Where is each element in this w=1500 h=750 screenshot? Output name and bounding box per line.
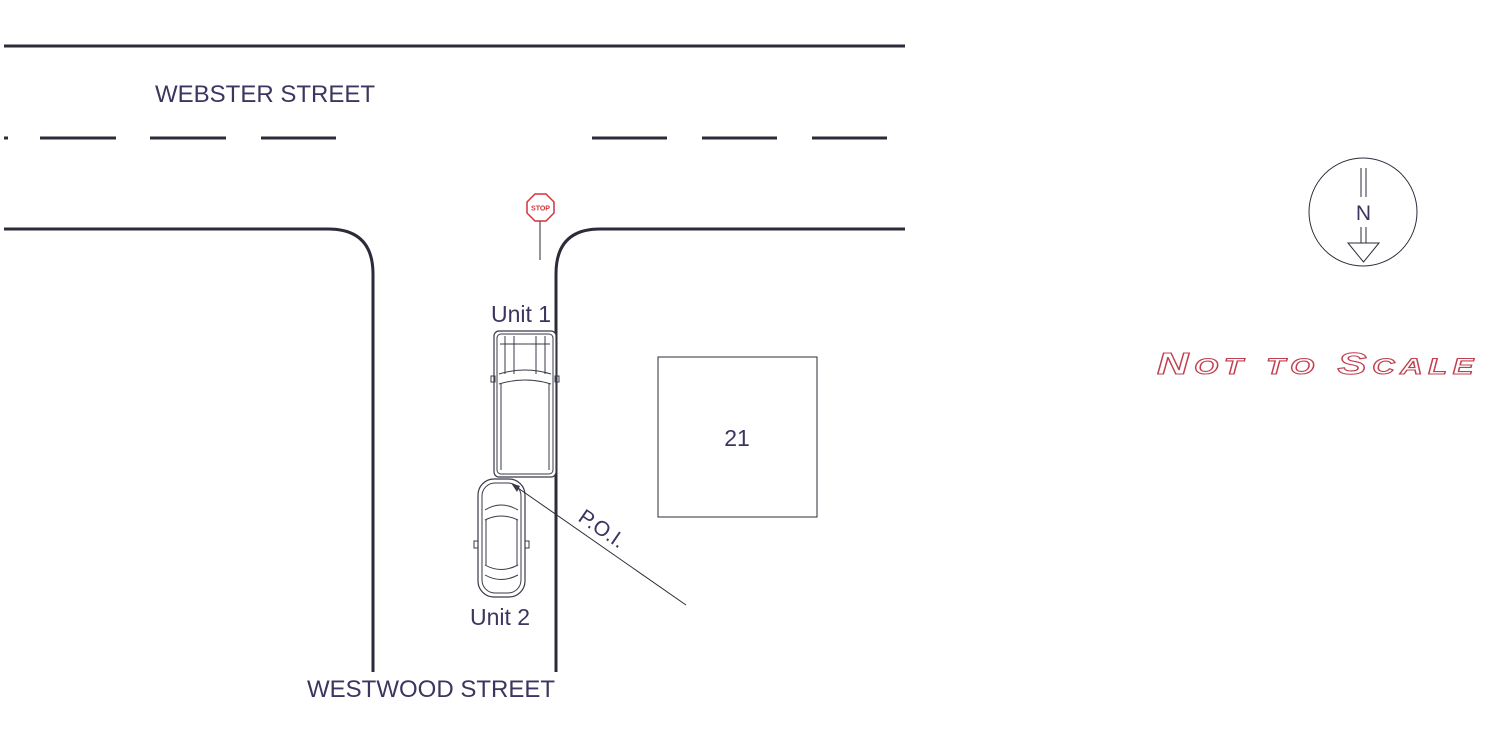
unit1-label: Unit 1 bbox=[491, 301, 551, 327]
building-number: 21 bbox=[724, 425, 750, 451]
unit2-label: Unit 2 bbox=[470, 604, 530, 630]
webster-south-curb-west bbox=[4, 227, 375, 672]
poi-impact-mark bbox=[511, 483, 520, 492]
stop-sign: STOP bbox=[526, 193, 555, 260]
building-21 bbox=[657, 356, 818, 518]
westwood-street-label: WESTWOOD STREET bbox=[307, 676, 555, 703]
stop-sign-text: STOP bbox=[531, 206, 550, 213]
not-to-scale-note: Not to Scale bbox=[1157, 346, 1479, 381]
unit1-truck bbox=[490, 330, 560, 478]
webster-south-curb-east bbox=[554, 227, 905, 672]
north-arrow: N bbox=[1308, 157, 1418, 267]
unit2-car bbox=[473, 478, 530, 598]
compass-circle bbox=[1308, 157, 1418, 267]
compass-arrowhead bbox=[1346, 242, 1381, 263]
poi-leader-line bbox=[517, 487, 687, 606]
compass-letter: N bbox=[1356, 202, 1371, 225]
webster-street-label: WEBSTER STREET bbox=[155, 81, 375, 108]
stop-sign-octagon bbox=[526, 193, 555, 222]
